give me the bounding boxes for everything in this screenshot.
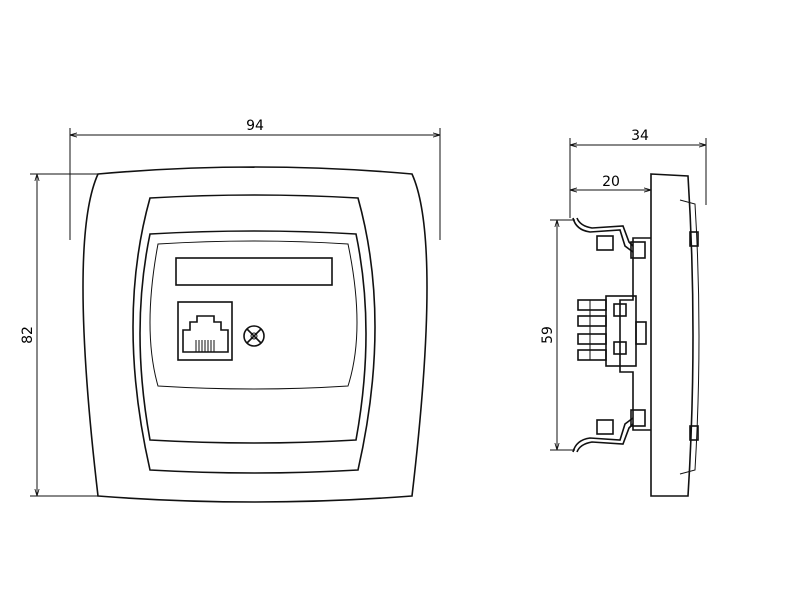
dimension-height-label: 82 [20, 326, 36, 344]
dimension-mount-height-label: 59 [540, 326, 556, 344]
side-mechanism [619, 237, 651, 431]
dimension-depth-total: 34 [569, 128, 707, 218]
outer-frame [82, 166, 428, 503]
side-plate [650, 173, 694, 497]
side-view [572, 173, 700, 497]
bottom-clamp [572, 409, 646, 453]
screw-icon [243, 325, 265, 347]
side-plate-inner [679, 199, 700, 475]
dimension-depth-mount: 20 [570, 174, 652, 190]
cover-plate-inner [149, 240, 358, 390]
top-clamp [572, 217, 646, 259]
dimension-mount-height: 59 [540, 219, 575, 451]
dimension-depth-total-label: 34 [631, 128, 649, 144]
dimension-depth-mount-label: 20 [602, 174, 620, 190]
dimension-height: 82 [20, 173, 98, 497]
front-view [82, 166, 428, 503]
cover-plate [139, 230, 367, 444]
inner-frame [132, 194, 376, 474]
rj45-port-icon [177, 301, 233, 361]
label-window [175, 257, 333, 286]
contact-pins [577, 299, 607, 361]
dimension-width-label: 94 [246, 118, 264, 134]
dimension-width: 94 [69, 118, 441, 240]
